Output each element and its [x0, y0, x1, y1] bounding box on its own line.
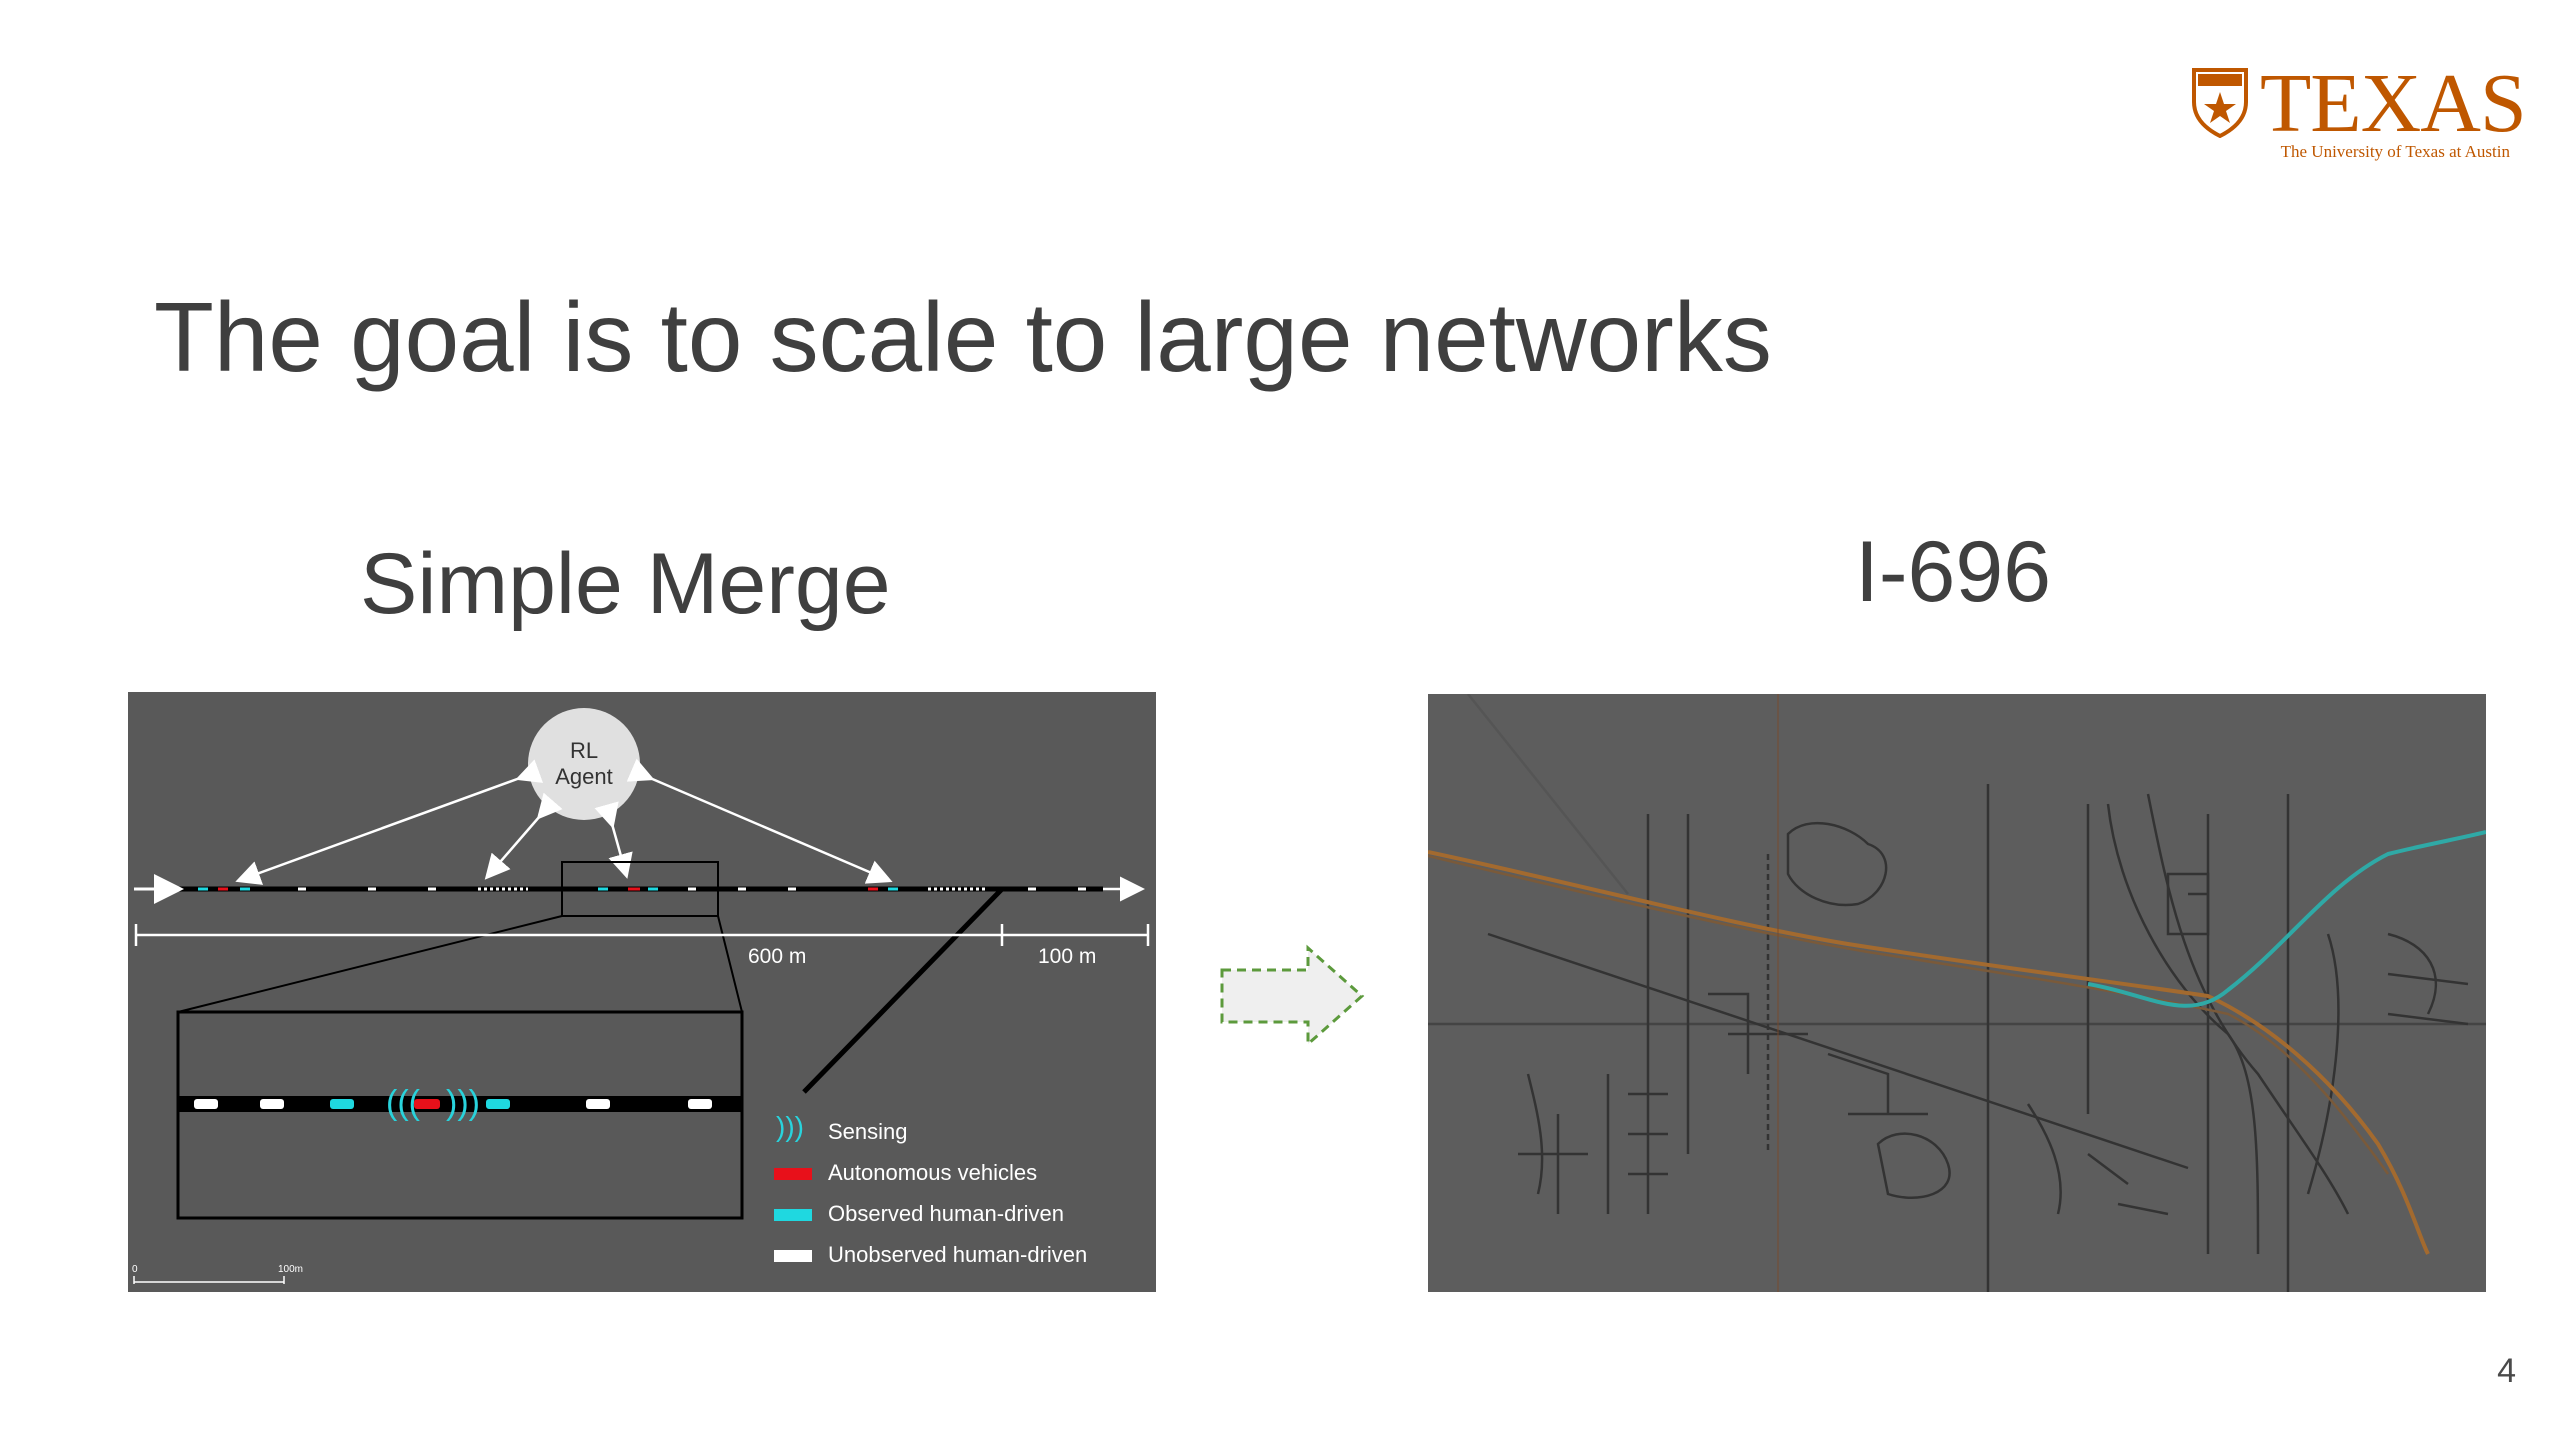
scale-start-label: 0	[132, 1264, 138, 1275]
legend: ))) Sensing Autonomous vehicles Observed…	[774, 1111, 1087, 1267]
zoom-detail-box	[176, 1010, 744, 1220]
rl-agent-label-2: Agent	[555, 764, 613, 789]
legend-unobserved-swatch	[774, 1250, 812, 1262]
i696-freeway-secondary	[1428, 854, 2390, 1175]
next-arrow-icon	[1220, 944, 1365, 1048]
slide-title: The goal is to scale to large networks	[154, 282, 1772, 392]
distance-merge-label: 100 m	[1038, 945, 1096, 968]
rl-agent-label-1: RL	[570, 738, 598, 763]
page-number: 4	[2497, 1352, 2516, 1390]
i696-freeway	[1428, 850, 2430, 1255]
detail-vehicles: ((( )))	[194, 1084, 712, 1122]
legend-unobserved-label: Unobserved human-driven	[828, 1242, 1087, 1267]
legend-observed-label: Observed human-driven	[828, 1201, 1064, 1226]
i696-map-svg	[1428, 694, 2486, 1292]
svg-text:(((: (((	[386, 1084, 421, 1122]
scale-end-label: 100m	[278, 1264, 303, 1275]
logo-wordmark: TEXAS	[2260, 57, 2527, 150]
i696-network-map	[1428, 694, 2486, 1292]
main-road	[134, 874, 1145, 1094]
simple-merge-diagram: RL Agent	[128, 692, 1156, 1292]
legend-sensing-label: Sensing	[828, 1119, 908, 1144]
rl-agent-node	[528, 708, 640, 820]
legend-sensing-icon: )))	[776, 1111, 804, 1142]
legend-autonomous-label: Autonomous vehicles	[828, 1160, 1037, 1185]
svg-text:))): )))	[446, 1084, 480, 1122]
connector-ramp	[2087, 830, 2486, 1008]
left-heading: Simple Merge	[360, 536, 891, 632]
local-streets	[1428, 694, 2486, 1292]
distance-main-label: 600 m	[748, 945, 806, 968]
dimension-lines	[134, 924, 1150, 946]
right-heading: I-696	[1855, 524, 2052, 620]
shield-icon	[2192, 68, 2248, 138]
merge-diagram-svg: RL Agent	[132, 708, 1150, 1284]
legend-observed-swatch	[774, 1209, 812, 1221]
ut-austin-logo: TEXAS The University of Texas at Austin	[2190, 62, 2527, 162]
zoom-region	[561, 861, 719, 917]
logo-subtitle: The University of Texas at Austin	[2280, 142, 2510, 161]
legend-autonomous-swatch	[774, 1168, 812, 1180]
agent-arrows	[235, 758, 893, 885]
scale-bar	[133, 1276, 285, 1284]
